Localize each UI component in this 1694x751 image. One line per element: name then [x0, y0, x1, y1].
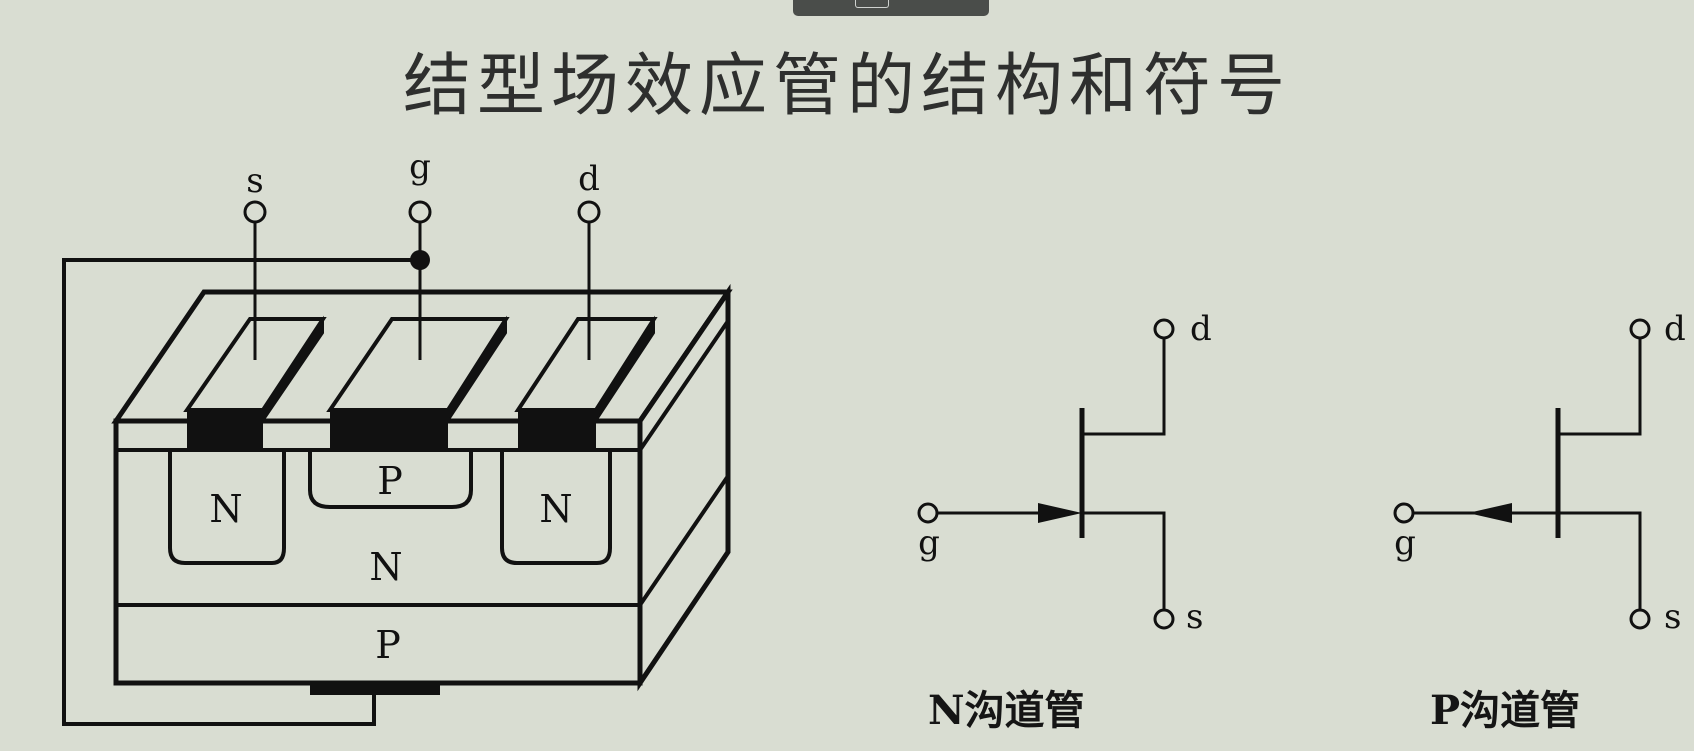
jfet-structure [62, 200, 733, 726]
source-region-label: N [209, 487, 242, 531]
p-gate-label: g [1394, 523, 1416, 563]
p-drain-terminal-node [1629, 318, 1651, 340]
source-terminal-node [243, 200, 267, 224]
gate-region-label: P [377, 459, 403, 503]
gate-terminal-label: g [409, 147, 431, 187]
n-gate-label: g [918, 523, 940, 563]
p-gate-terminal-node [1393, 502, 1415, 524]
slide-title: 结型场效应管的结构和符号 [402, 47, 1291, 126]
drain-region-label: N [539, 487, 572, 531]
channel-region-label: N [369, 545, 402, 589]
n-gate-arrow [1038, 503, 1082, 523]
drain-electrode-front [518, 410, 596, 450]
substrate-region-label: P [375, 623, 401, 667]
p-channel-caption: P沟道管 [1430, 687, 1581, 734]
n-drain-terminal-node [1153, 318, 1175, 340]
drain-n-region [500, 450, 612, 565]
p-source-label: s [1664, 597, 1681, 637]
n-channel-symbol [917, 318, 1175, 630]
substrate-gate-wire [62, 258, 420, 726]
n-source-label: s [1186, 597, 1203, 637]
p-drain-label: d [1664, 309, 1686, 349]
n-drain-label: d [1190, 309, 1212, 349]
substrate-contact [310, 683, 440, 695]
window-top-tab[interactable] [793, 0, 989, 16]
drain-terminal-node [577, 200, 601, 224]
n-gate-terminal-node [917, 502, 939, 524]
block-front-face [113, 418, 643, 686]
n-channel-caption: N沟道管 [928, 687, 1085, 734]
drain-terminal-label: d [578, 159, 600, 199]
gate-p-region [308, 450, 473, 509]
p-channel-symbol [1393, 318, 1651, 630]
source-electrode-front [187, 410, 263, 450]
source-terminal-label: s [246, 161, 263, 201]
gate-electrode-front [330, 410, 448, 450]
source-n-region [168, 450, 286, 565]
p-gate-arrow [1468, 503, 1512, 523]
p-source-terminal-node [1629, 608, 1651, 630]
gate-terminal-node [408, 200, 432, 224]
tab-grip-icon [855, 0, 889, 8]
gate-junction-dot [410, 250, 430, 270]
n-source-terminal-node [1153, 608, 1175, 630]
